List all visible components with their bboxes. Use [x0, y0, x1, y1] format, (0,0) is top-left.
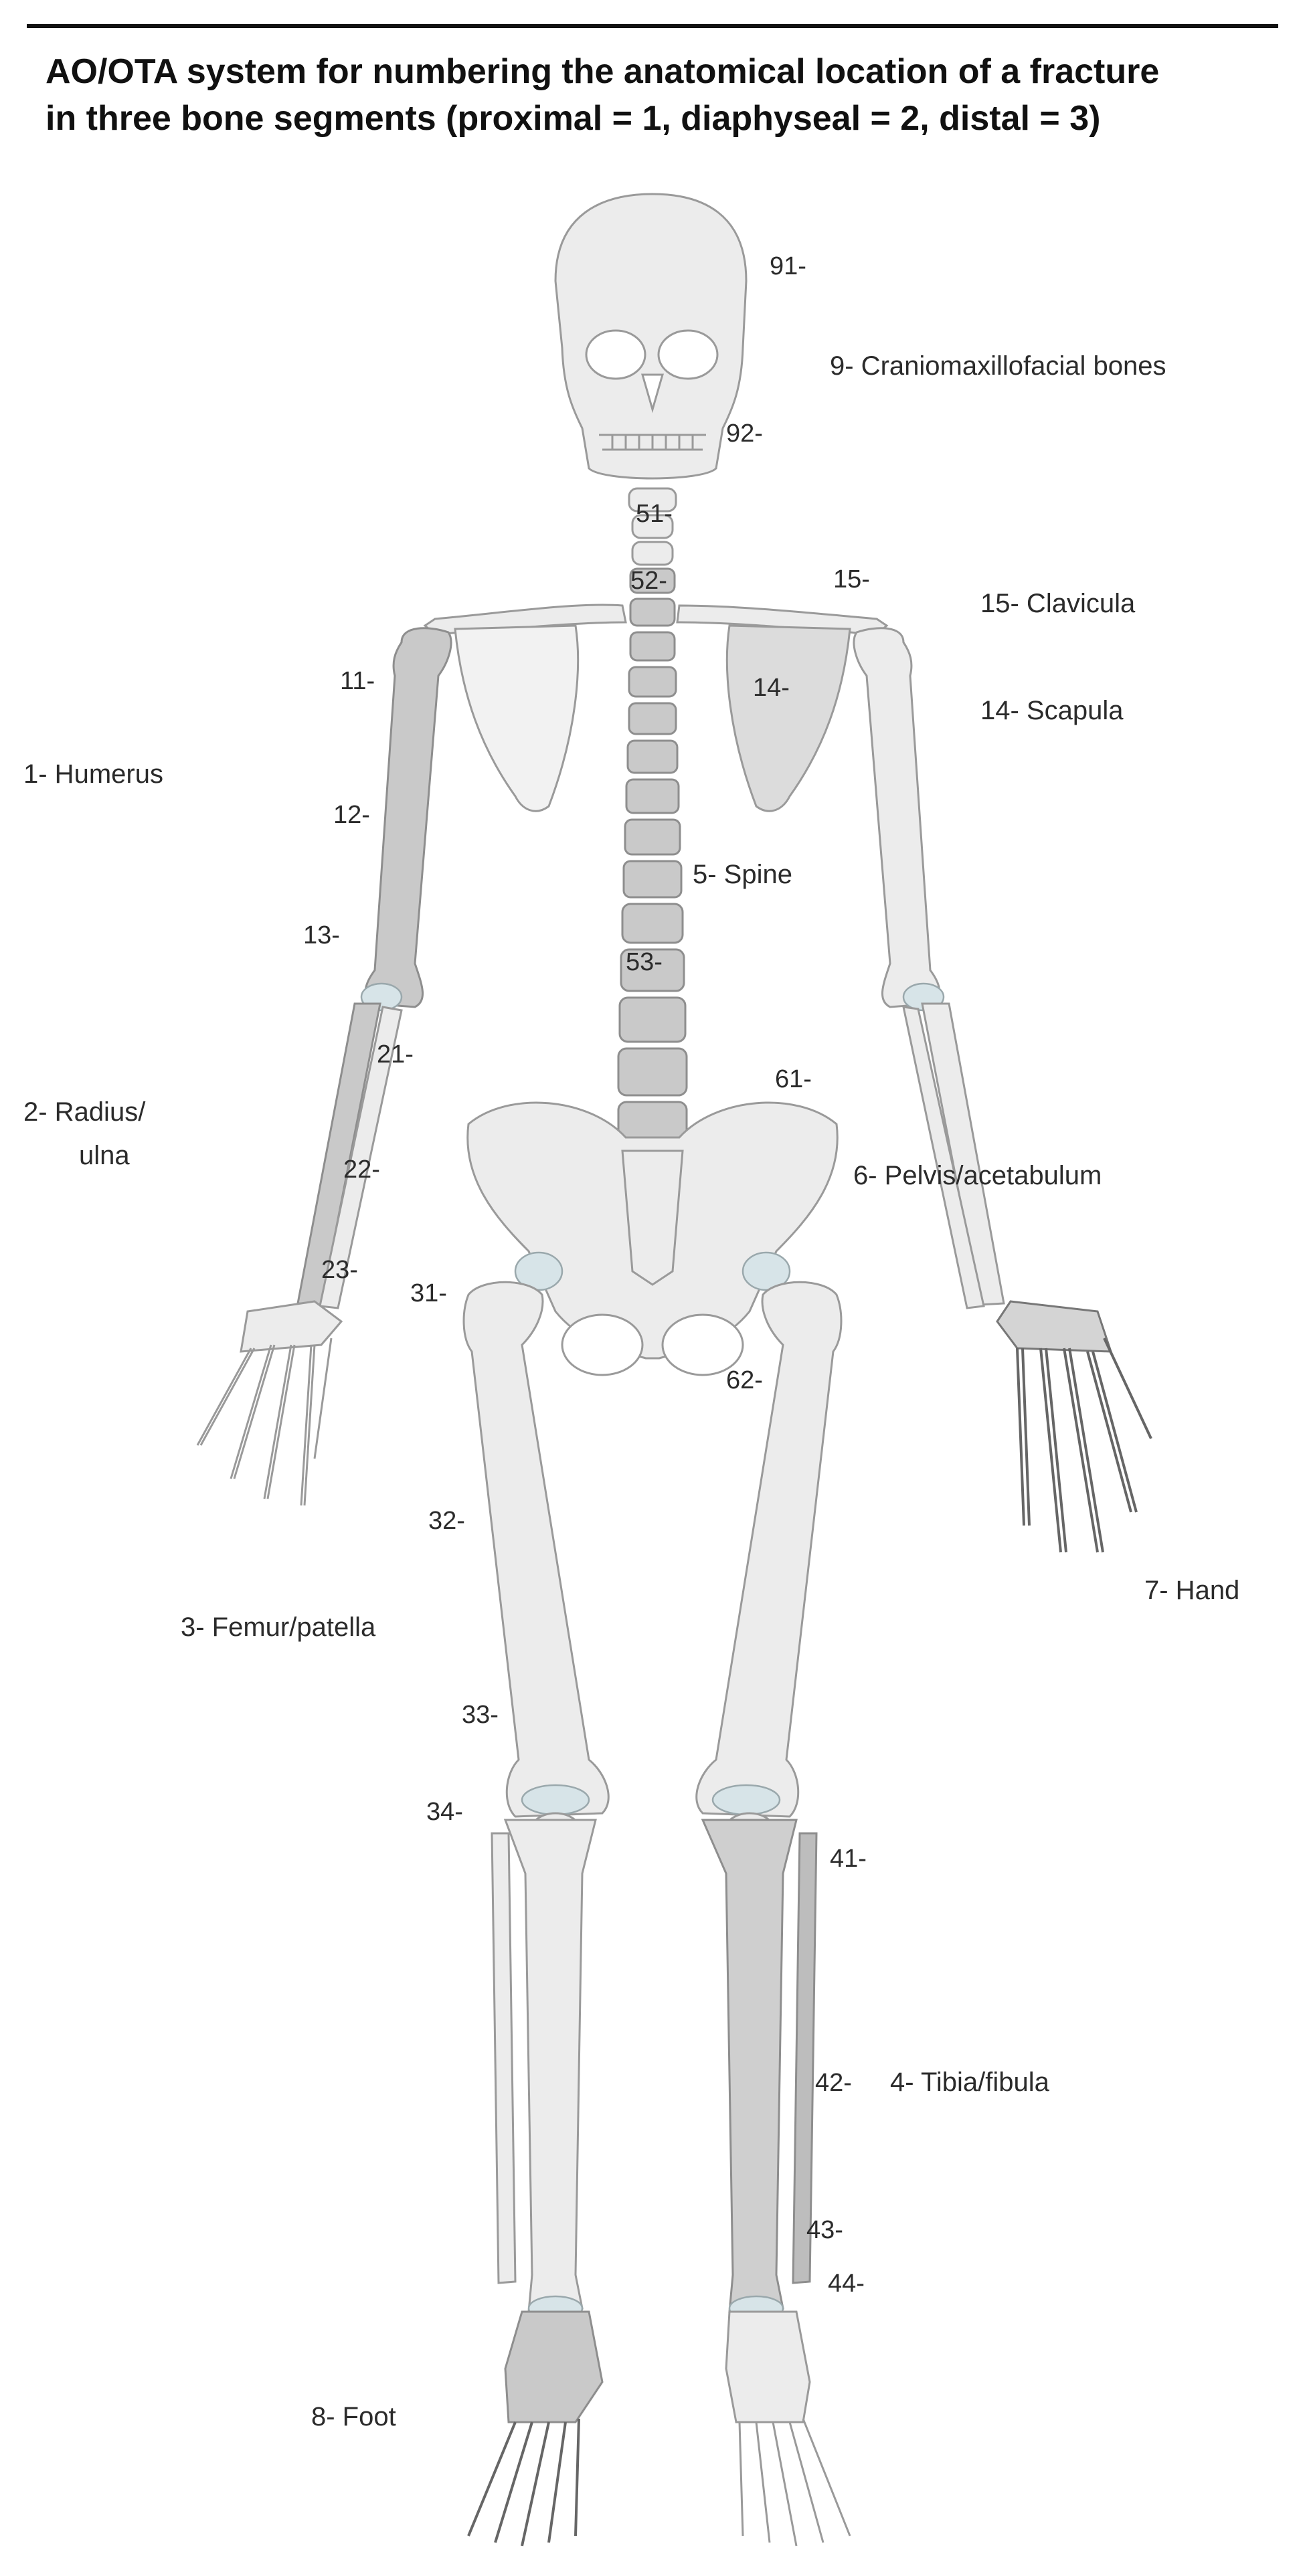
code-13: 13- — [303, 921, 340, 949]
region-femur-patella: 3- Femur/patella — [181, 1613, 376, 1642]
code-51: 51- — [636, 500, 673, 528]
forearms — [296, 1002, 1005, 1309]
code-43: 43- — [806, 2216, 843, 2244]
feet — [467, 2310, 851, 2547]
code-91: 91- — [770, 252, 806, 280]
code-15: 15- — [833, 565, 870, 593]
region-hand: 7- Hand — [1144, 1576, 1239, 1605]
code-31: 31- — [410, 1279, 447, 1307]
code-41: 41- — [830, 1845, 867, 1873]
code-12: 12- — [333, 801, 370, 829]
code-labels: 91- 92- 51- 52- 53- 15- 14- 11- 12- 13- … — [303, 252, 870, 2298]
pelvis — [466, 1101, 839, 1376]
code-22: 22- — [343, 1156, 380, 1184]
region-scapula: 14- Scapula — [980, 696, 1124, 725]
code-44: 44- — [828, 2270, 865, 2298]
region-radius-ulna-line1: 2- Radius/ — [23, 1097, 146, 1127]
hands — [196, 1300, 1152, 1553]
code-32: 32- — [428, 1507, 465, 1535]
code-92: 92- — [726, 420, 763, 448]
figure-title: AO/OTA system for numbering the anatomic… — [46, 48, 1264, 142]
region-humerus: 1- Humerus — [23, 759, 163, 789]
region-labels: 9- Craniomaxillofacial bones 15- Clavicu… — [23, 351, 1239, 2431]
region-pelvis-acetabulum: 6- Pelvis/acetabulum — [853, 1161, 1102, 1190]
region-tibia-fibula: 4- Tibia/fibula — [890, 2067, 1050, 2097]
skeleton-illustration — [196, 193, 1152, 2547]
scapulae — [454, 624, 851, 812]
code-34: 34- — [426, 1798, 463, 1826]
skull — [554, 193, 748, 480]
code-42: 42- — [815, 2069, 852, 2097]
code-23: 23- — [321, 1256, 358, 1284]
region-craniomaxillofacial: 9- Craniomaxillofacial bones — [830, 351, 1166, 381]
title-line-2: in three bone segments (proximal = 1, di… — [46, 99, 1101, 138]
region-spine: 5- Spine — [693, 860, 792, 889]
code-61: 61- — [775, 1065, 812, 1093]
code-53: 53- — [626, 948, 663, 976]
region-foot: 8- Foot — [311, 2402, 396, 2431]
region-clavicula: 15- Clavicula — [980, 589, 1136, 618]
region-radius-ulna-line2: ulna — [79, 1141, 130, 1170]
code-14: 14- — [753, 674, 790, 702]
spine — [617, 487, 688, 1153]
femurs — [462, 1281, 843, 1861]
title-line-1: AO/OTA system for numbering the anatomic… — [46, 52, 1160, 91]
code-21: 21- — [377, 1040, 414, 1069]
code-52: 52- — [630, 567, 667, 595]
code-33: 33- — [462, 1701, 499, 1729]
clavicles — [423, 604, 889, 636]
code-11: 11- — [340, 667, 375, 695]
lower-legs — [491, 1819, 818, 2322]
top-rule — [27, 24, 1278, 28]
code-62: 62- — [726, 1366, 763, 1394]
